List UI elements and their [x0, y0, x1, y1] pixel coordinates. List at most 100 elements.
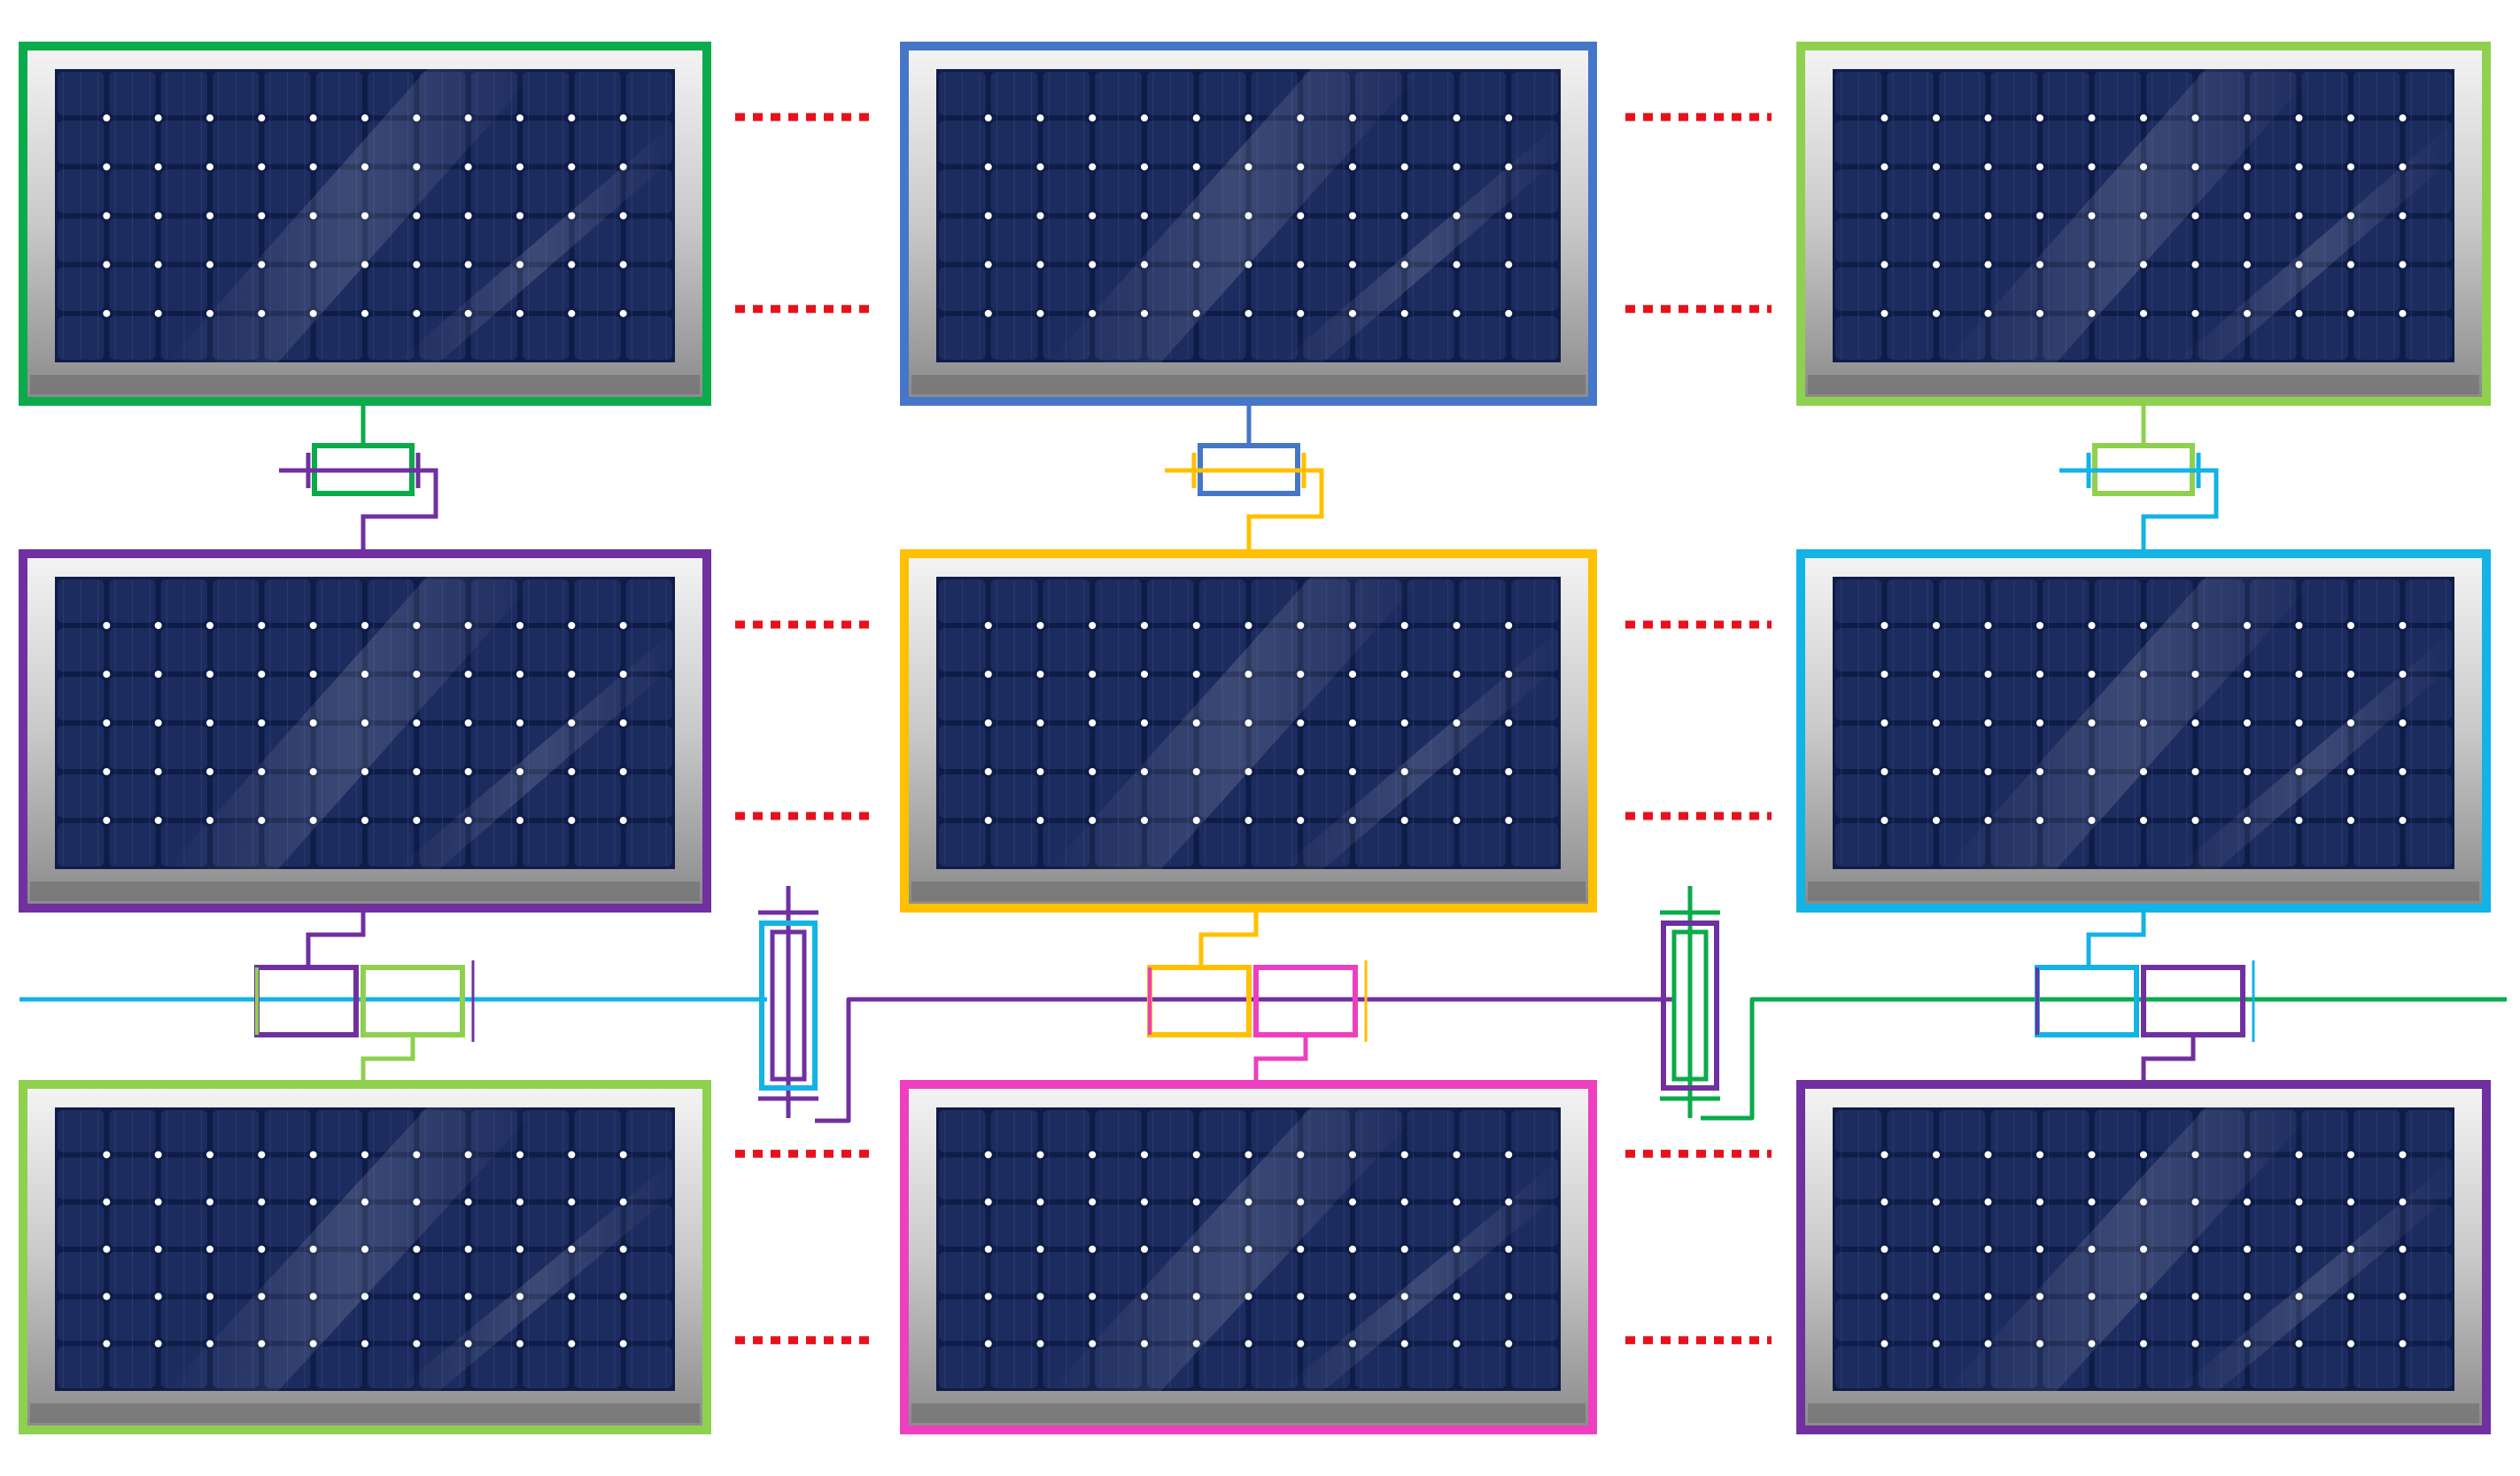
panel-cell-dot: [2347, 1198, 2354, 1206]
panel-cell-dot: [413, 260, 421, 268]
panel-cell-dot: [2244, 671, 2251, 678]
panel-frame-rail: [30, 1403, 700, 1423]
panel-cell-dot: [103, 163, 111, 171]
panel-cell-dot: [1880, 671, 1888, 678]
connector-r1c3-r2c3: [2059, 406, 2219, 549]
connector-wire-out: [361, 468, 438, 549]
panel-cell-dot: [1453, 114, 1461, 122]
panel-cell-dot: [2347, 817, 2354, 824]
connector-housing-b: [770, 929, 807, 1082]
panel-cell-dot: [464, 163, 472, 171]
connector-wire-out: [1246, 468, 1324, 549]
panel-cell-dot: [154, 1340, 162, 1348]
panel-cell-dot: [1297, 212, 1305, 220]
panel-cell-dot: [2295, 1151, 2303, 1159]
panel-glare: [1944, 1107, 2318, 1391]
panel-glare: [1279, 1158, 1561, 1391]
panel-cell-dot: [206, 163, 213, 171]
panel-cell-dot: [309, 114, 317, 122]
panel-cell-dot: [1984, 671, 1992, 678]
panel-cell-dot: [154, 163, 162, 171]
panel-cell-dot: [619, 1151, 627, 1159]
panel-cell-dot: [1453, 309, 1461, 317]
panel-cell-dot: [568, 817, 576, 824]
panel-glare: [167, 1107, 539, 1391]
panel-cell-dot: [1400, 719, 1408, 726]
panel-cell-dot: [154, 719, 162, 726]
panel-cell-dot: [1349, 671, 1356, 678]
panel-cell-dot: [1453, 817, 1461, 824]
panel-cell-dot: [1089, 1246, 1097, 1253]
panel-cell-dot: [1192, 1151, 1200, 1159]
panel-cell-dot: [309, 1151, 317, 1159]
panel-cell-dot: [154, 1293, 162, 1301]
panel-cell-dot: [1933, 114, 1940, 122]
panel-cell-dot: [1400, 817, 1408, 824]
panel-cell-dot: [1400, 212, 1408, 220]
panel-cell-dot: [1505, 114, 1513, 122]
connector-housing-a: [759, 921, 818, 1091]
panel-cell-dot: [1141, 1198, 1148, 1206]
panel-cell-dot: [568, 114, 576, 122]
panel-cell-dot: [2399, 768, 2407, 775]
panel-cell-dot: [2191, 768, 2199, 775]
panel-cell-dot: [1933, 622, 1940, 629]
panel-cell-dot: [1453, 1293, 1461, 1301]
panel-cell-dot: [2399, 817, 2407, 824]
panel-cell-dot: [1297, 768, 1305, 775]
panel-glare: [1048, 1107, 1423, 1391]
panel-cell-dot: [2399, 1246, 2407, 1253]
connector-r2c1-r3c1: [254, 913, 475, 1080]
panel-cell-dot: [1349, 260, 1356, 268]
panel-cell-dot: [1933, 1151, 1940, 1159]
panel-cell-dot: [1400, 671, 1408, 678]
panel-cell-dot: [361, 817, 368, 824]
vertical-connector-left: [758, 886, 818, 1118]
panel-cell-dot: [568, 163, 576, 171]
panel-cell-dot: [619, 1246, 627, 1253]
panel-cell-dot: [2036, 719, 2043, 726]
panel-cell-dot: [154, 212, 162, 220]
panel-cell-dot: [2347, 622, 2354, 629]
panel-cell-dot: [258, 212, 266, 220]
panel-cell-dot: [206, 768, 213, 775]
connector-housing-a: [1661, 921, 1719, 1091]
panel-cell-dot: [1036, 622, 1044, 629]
solar-panel-r3c2: [900, 1080, 1597, 1434]
panel-cell-dot: [2399, 1340, 2407, 1348]
panel-cell-dot: [103, 114, 111, 122]
panel-cell-dot: [154, 817, 162, 824]
panel-cell-dot: [1036, 1293, 1044, 1301]
panel-cell-dot: [413, 1293, 421, 1301]
connector-wire-in: [2086, 913, 2146, 966]
panel-cell-dot: [2191, 260, 2199, 268]
panel-cell-dot: [1036, 817, 1044, 824]
panel-cell-dot: [361, 114, 368, 122]
panel-layer: [19, 42, 2491, 1434]
panel-cell-dot: [1297, 719, 1305, 726]
panel-cell-dot: [154, 114, 162, 122]
panel-cell-dot: [206, 260, 213, 268]
panel-cell-dot: [1297, 260, 1305, 268]
panel-cell-dot: [2295, 719, 2303, 726]
panel-cell-dot: [1349, 1293, 1356, 1301]
panel-cell-dot: [516, 817, 523, 824]
panel-cell-dot: [1984, 1151, 1992, 1159]
panel-cell-dot: [1933, 817, 1940, 824]
panel-cell-dot: [1089, 163, 1097, 171]
panel-cell-dot: [1192, 114, 1200, 122]
panel-cell-dot: [464, 1198, 472, 1206]
panel-glare: [2175, 1158, 2454, 1391]
panel-cell-dot: [1349, 1246, 1356, 1253]
panel-cell-dot: [568, 671, 576, 678]
panel-cell-dot: [1036, 114, 1044, 122]
panel-cell-dot: [2399, 260, 2407, 268]
panel-cell-dot: [619, 1293, 627, 1301]
panel-cell-dot: [1453, 622, 1461, 629]
panel-glare: [2175, 121, 2454, 362]
panel-cell-dot: [258, 622, 266, 629]
panel-cell-dot: [2295, 114, 2303, 122]
panel-cell-dot: [1933, 719, 1940, 726]
panel-cell-dot: [464, 1293, 472, 1301]
panel-cell-dot: [1400, 1198, 1408, 1206]
